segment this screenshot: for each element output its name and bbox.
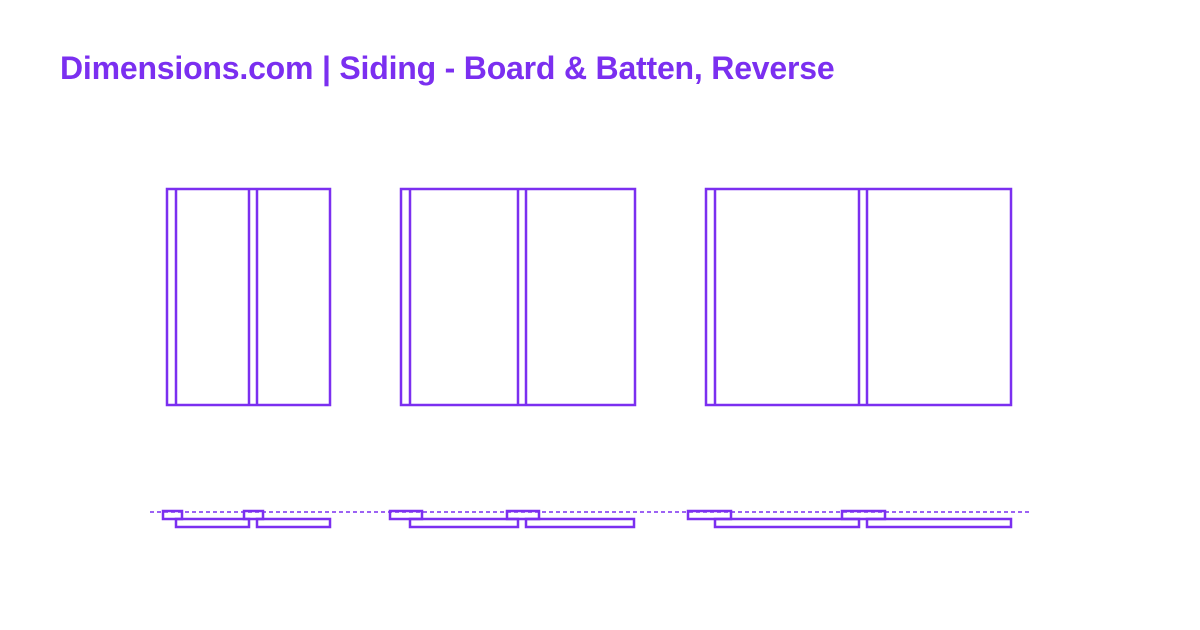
elevation-view-wide bbox=[704, 187, 1013, 407]
batten-section bbox=[242, 509, 265, 521]
elevation-view-narrow bbox=[165, 187, 332, 407]
board-section bbox=[255, 517, 332, 529]
section-view-medium bbox=[388, 509, 636, 529]
section-view-wide bbox=[686, 509, 1013, 529]
board-section bbox=[524, 517, 636, 529]
batten-section bbox=[840, 509, 887, 521]
section-view-narrow bbox=[161, 509, 332, 529]
batten-section bbox=[505, 509, 541, 521]
batten-section bbox=[686, 509, 733, 521]
page-title: Dimensions.com | Siding - Board & Batten… bbox=[60, 50, 835, 86]
board-section bbox=[865, 517, 1013, 529]
board-section bbox=[408, 517, 520, 529]
board-section bbox=[713, 517, 861, 529]
board-section bbox=[174, 517, 251, 529]
batten-section bbox=[161, 509, 184, 521]
batten-section bbox=[388, 509, 424, 521]
elevation-view-medium bbox=[399, 187, 637, 407]
